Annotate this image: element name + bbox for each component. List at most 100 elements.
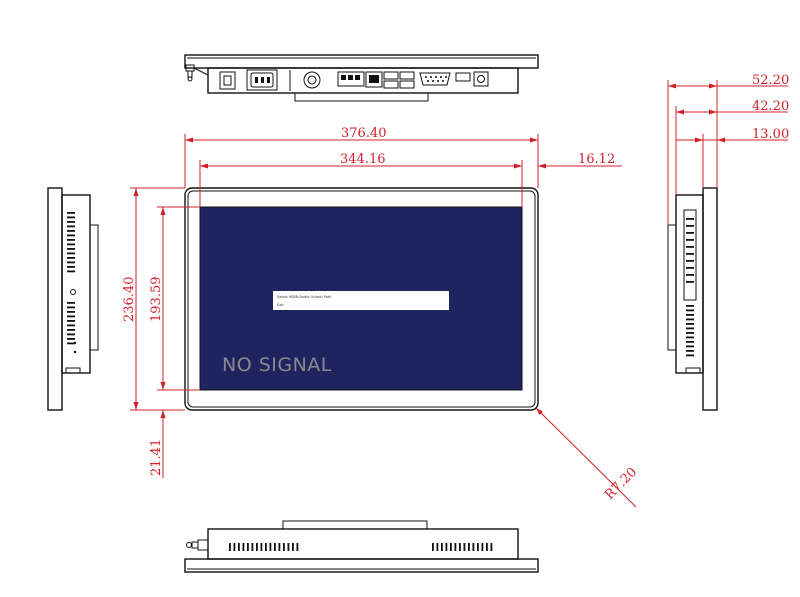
vent-slot (477, 543, 479, 551)
vent-slot (67, 302, 75, 304)
bottom-view (184, 520, 539, 573)
vent-slot (233, 543, 236, 551)
bottom-vents (229, 543, 493, 551)
vent-slot (67, 212, 75, 214)
vent-slot (490, 543, 493, 551)
vent-slot (67, 225, 75, 228)
vent-slot (686, 225, 694, 227)
vent-slot (463, 543, 466, 551)
vent-slot (486, 543, 488, 551)
vent-slot (67, 306, 75, 309)
vent-slot (686, 354, 694, 357)
vent-slot (686, 314, 694, 316)
vent-slot (67, 252, 75, 255)
vent-slot (686, 350, 694, 352)
vent-slot (229, 543, 231, 551)
vent-slot (274, 543, 276, 551)
vent-slot (472, 543, 475, 551)
vent-slot (67, 315, 75, 318)
osd-dialog-title: Select HDMI/Audio Output Path (277, 295, 332, 299)
top-view (184, 54, 539, 102)
vent-slot (468, 543, 470, 551)
osd-dialog (273, 291, 449, 310)
dim-screen-height: 193.59 (149, 277, 164, 323)
vent-slot (67, 333, 75, 336)
dim-screen-width: 344.16 (340, 152, 386, 167)
side-dimensions: 52.20 42.20 13.00 (667, 73, 789, 225)
dim-corner-radius: R7.20 (602, 465, 640, 503)
vent-slot (686, 305, 694, 307)
vent-slot (67, 257, 75, 259)
dim-overall-width: 376.40 (341, 126, 387, 141)
vent-slot (67, 239, 75, 241)
vent-slot (686, 281, 694, 283)
vent-slot (67, 324, 75, 327)
vent-slot (67, 221, 75, 223)
vent-slot (256, 543, 258, 551)
vent-slot (459, 543, 461, 551)
vent-slot (441, 543, 443, 551)
vent-slot (67, 248, 75, 250)
left-side-view (47, 187, 99, 411)
vent-slot (67, 243, 75, 246)
vent-slot (238, 543, 240, 551)
vent-slot (686, 253, 694, 255)
vent-slot (251, 543, 254, 551)
dim-bottom-margin: 21.41 (149, 439, 164, 476)
vent-slot (432, 543, 434, 551)
vent-slot (686, 336, 694, 339)
vent-slot (445, 543, 448, 551)
dim-side-margin: 16.12 (578, 152, 615, 167)
vent-slot (283, 543, 285, 551)
vent-slot (67, 270, 75, 273)
dim-overall-height: 236.40 (122, 277, 137, 323)
vent-slot (67, 234, 75, 237)
no-signal-text: NO SIGNAL (222, 354, 332, 376)
dim-depth-bezel: 13.00 (752, 127, 789, 142)
vent-slot (67, 320, 75, 322)
vent-slot (481, 543, 484, 551)
vent-slot (686, 323, 694, 325)
front-bezel-inner (187, 190, 536, 408)
front-bezel (184, 187, 539, 411)
osd-dialog-option: Exit (277, 303, 284, 307)
vent-slot (686, 327, 694, 330)
vent-slot (292, 543, 294, 551)
vent-slot (296, 543, 299, 551)
right-vents (686, 218, 694, 357)
vent-slot (287, 543, 290, 551)
vent-slot (67, 266, 75, 268)
vent-slot (67, 230, 75, 232)
vent-slot (686, 218, 694, 220)
vent-slot (67, 338, 75, 340)
front-view: Select HDMI/Audio Output Path Exit NO SI… (184, 187, 539, 411)
vent-slot (686, 309, 694, 312)
right-side-view (667, 187, 718, 411)
vent-slot (686, 341, 694, 343)
vent-slot (67, 261, 75, 264)
vent-slot (686, 332, 694, 334)
vent-slot (686, 246, 694, 248)
vent-slot (67, 342, 75, 345)
vent-slot (278, 543, 281, 551)
vent-slot (686, 232, 694, 234)
vent-slot (260, 543, 263, 551)
vent-slot (67, 311, 75, 313)
vent-slot (686, 267, 694, 269)
vent-slot (242, 543, 245, 551)
vent-slot (436, 543, 439, 551)
vent-slot (67, 216, 75, 219)
vent-slot (686, 345, 694, 348)
vent-slot (686, 260, 694, 262)
vent-slot (686, 318, 694, 321)
left-vents (67, 212, 75, 345)
vent-slot (265, 543, 267, 551)
vent-slot (67, 329, 75, 331)
vent-slot (450, 543, 452, 551)
vent-slot (686, 274, 694, 276)
dim-depth-total: 52.20 (752, 73, 789, 88)
vent-slot (247, 543, 249, 551)
dim-depth-body: 42.20 (752, 99, 789, 114)
vent-slot (269, 543, 272, 551)
